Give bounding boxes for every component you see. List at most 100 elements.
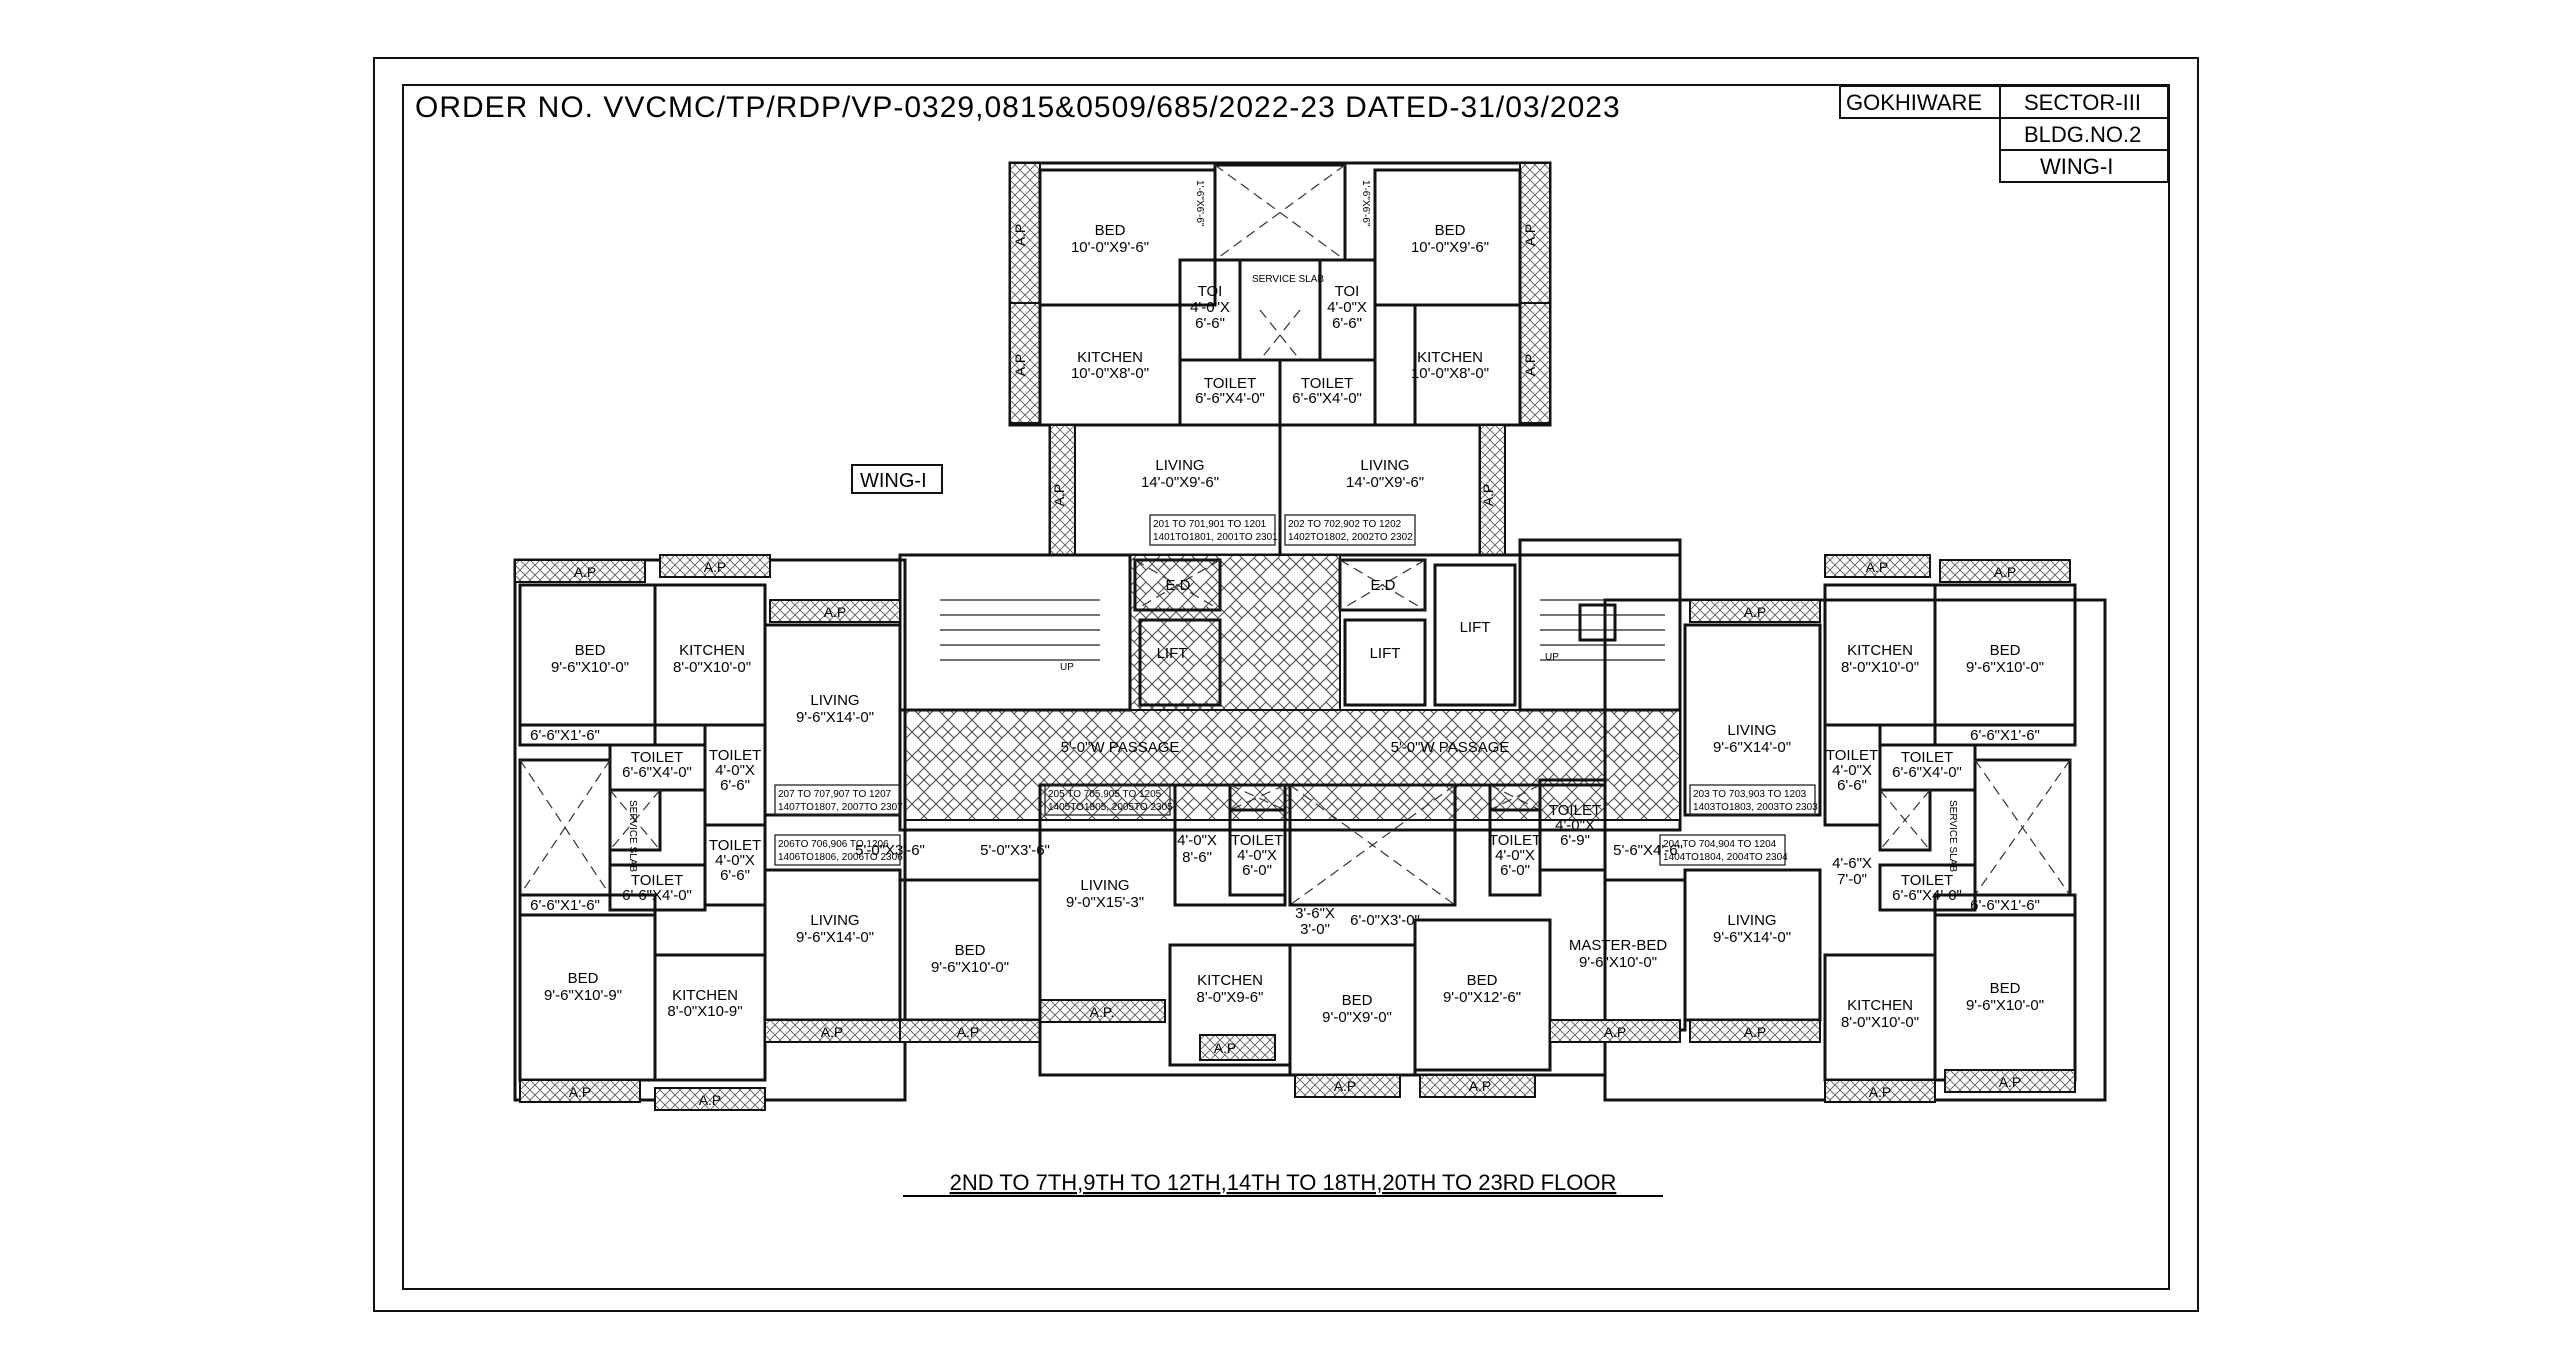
right-toilet-b-dim2: 6'-6" <box>1837 777 1867 794</box>
top-kitchen-r-dim: 10'-0"X8'-0" <box>1411 365 1489 382</box>
tag-205-line1: 205 TO 705,905 TO 1205 <box>1048 789 1162 800</box>
wing-tag: WING-I <box>860 470 927 492</box>
ap-right-6: A.P <box>1869 1084 1892 1100</box>
tag-202-line2: 1402TO1802, 2002TO 2302 <box>1288 532 1413 543</box>
floor-caption: 2ND TO 7TH,9TH TO 12TH,14TH TO 18TH,20TH… <box>950 1170 1617 1195</box>
center-dim-363-1: 3'-6"X <box>1295 905 1335 922</box>
right-toilet-b-dim1: 4'-0"X <box>1832 762 1872 779</box>
right-bed-top-dim: 9'-6"X10'-0" <box>1966 659 2044 676</box>
left-bed-top-dim: 9'-6"X10'-0" <box>551 659 629 676</box>
left-bed-top-name: BED <box>575 642 606 659</box>
center-kitchen-dim: 8'-0"X9-6" <box>1197 989 1264 1006</box>
left-kitchen-bot-name: KITCHEN <box>672 987 738 1004</box>
center-dim-603: 6'-0"X3'-0" <box>1350 912 1420 929</box>
right-kitchen-bot-dim: 8'-0"X10'-0" <box>1841 1014 1919 1031</box>
center-toilet-b-name: TOILET <box>1489 832 1541 849</box>
center-bed-a-name: BED <box>1342 992 1373 1009</box>
center-living-dim: 9'-0"X15'-3" <box>1066 894 1144 911</box>
top-bed-l-name: BED <box>1095 222 1126 239</box>
ap-center-2: A.P <box>1334 1078 1357 1094</box>
left-bed-bot-dim: 9'-6"X10'-9" <box>544 987 622 1004</box>
ap-left-5: A.P <box>957 1024 980 1040</box>
right-dim-a: 6'-6"X1'-6" <box>1970 727 2040 744</box>
ap-left-2: A.P <box>704 559 727 575</box>
center-toilet-b-dim1: 4'-0"X <box>1495 847 1535 864</box>
top-living-l-name: LIVING <box>1155 457 1204 474</box>
ap-right-4: A.P <box>1604 1024 1627 1040</box>
top-dim-r: 1'-6"X6'-6" <box>1360 180 1371 227</box>
center-kitchen-name: KITCHEN <box>1197 972 1263 989</box>
top-living-r-dim: 14'-0"X9'-6" <box>1346 474 1424 491</box>
left-toilet-b-dim2: 6'-6" <box>720 777 750 794</box>
passage-right: 5'-0"W PASSAGE <box>1391 739 1510 756</box>
top-block <box>1008 161 1552 557</box>
right-toilet-c-dim: 6'-6"X4'-0" <box>1892 887 1962 904</box>
right-master-name: MASTER-BED <box>1569 937 1668 954</box>
building-label: BLDG.NO.2 <box>2024 122 2141 147</box>
top-toilet-l-dim: 6'-6"X4'-0" <box>1195 390 1265 407</box>
left-toilet-c-dim2: 6'-6" <box>720 867 750 884</box>
ap-right-3: A.P <box>1994 564 2017 580</box>
right-living-bot-name: LIVING <box>1727 912 1776 929</box>
center-toilet-a-name: TOILET <box>1231 832 1283 849</box>
left-living-top-name: LIVING <box>810 692 859 709</box>
left-toilet-a-dim: 6'-6"X4'-0" <box>622 764 692 781</box>
ap-left-1: A.P <box>574 564 597 580</box>
center-dim-48b: 8'-6" <box>1182 849 1212 866</box>
ap-center-1: A.P <box>1214 1040 1237 1056</box>
dim-53-b: 5'-0"X3'-6" <box>980 842 1050 859</box>
left-toilet-b-dim1: 4'-0"X <box>715 762 755 779</box>
top-service-slab: SERVICE SLAB <box>1252 274 1324 285</box>
ap-right-5: A.P <box>1744 1024 1767 1040</box>
tag-207-line2: 1407TO1807, 2007TO 2307 <box>778 802 903 813</box>
ap-left-8: A.P. <box>1090 1004 1115 1020</box>
top-living-r-name: LIVING <box>1360 457 1409 474</box>
ap-top-2: A.P <box>1522 224 1538 247</box>
left-living-bot-name: LIVING <box>810 912 859 929</box>
ap-left-3: A.P <box>824 604 847 620</box>
right-block <box>1538 554 2107 1103</box>
ap-left-6: A.P <box>569 1084 592 1100</box>
ap-center-3: A.P <box>1469 1078 1492 1094</box>
left-kitchen-top-dim: 8'-0"X10'-0" <box>673 659 751 676</box>
ap-top-4: A.P <box>1522 354 1538 377</box>
dim-53-a: 5'-0"X3'-6" <box>855 842 925 859</box>
left-toilet-c-name: TOILET <box>709 837 761 854</box>
top-toilet-r-dim: 6'-6"X4'-0" <box>1292 390 1362 407</box>
lift-1: LIFT <box>1157 645 1188 662</box>
right-toilet-top-name: TOILET <box>1549 802 1601 819</box>
center-bed-b-name: BED <box>1467 972 1498 989</box>
top-toilet-r-name: TOILET <box>1301 375 1353 392</box>
lift-2: LIFT <box>1370 645 1401 662</box>
ap-top-6: A.P <box>1480 484 1496 507</box>
right-master-dim: 9'-6"X10'-0" <box>1579 954 1657 971</box>
tag-204-box <box>1659 834 1786 866</box>
center-dim-48a: 4'-0"X <box>1177 832 1217 849</box>
left-toilet-c-dim1: 4'-0"X <box>715 852 755 869</box>
right-living-top-dim: 9'-6"X14'-0" <box>1713 739 1791 756</box>
top-kitchen-r-name: KITCHEN <box>1417 349 1483 366</box>
top-bed-r-name: BED <box>1435 222 1466 239</box>
top-toi-r: TOI <box>1335 283 1360 300</box>
top-toi-l: TOI <box>1198 283 1223 300</box>
tag-205-line2: 1405TO1805, 2005TO 2305 <box>1048 802 1173 813</box>
ed-1: E.D <box>1165 577 1190 594</box>
tag-206-line1: 206TO 706,906 TO 1206 <box>778 839 889 850</box>
ap-left-7: A.P <box>699 1092 722 1108</box>
center-toilet-a-dim1: 4'-0"X <box>1237 847 1277 864</box>
center-toilet-a-dim2: 6'-0" <box>1242 862 1272 879</box>
lift-3: LIFT <box>1460 619 1491 636</box>
wing-label-box: WING-I <box>2040 154 2113 179</box>
top-toi-r-dim2: 6'-6" <box>1332 315 1362 332</box>
right-dim-b: 6'-6"X1'-6" <box>1970 897 2040 914</box>
left-service-slab: SERVICE SLAB <box>627 800 638 872</box>
tag-206-box <box>774 834 901 866</box>
left-dim-a: 6'-6"X1'-6" <box>530 727 600 744</box>
right-toilet-top-dim2: 6'-9" <box>1560 832 1590 849</box>
left-kitchen-top-name: KITCHEN <box>679 642 745 659</box>
inner-border <box>402 84 2170 1290</box>
stair-up-2: UP <box>1545 652 1559 663</box>
tag-203-line1: 203 TO 703,903 TO 1203 <box>1693 789 1807 800</box>
ap-right-7: A.P <box>1999 1074 2022 1090</box>
